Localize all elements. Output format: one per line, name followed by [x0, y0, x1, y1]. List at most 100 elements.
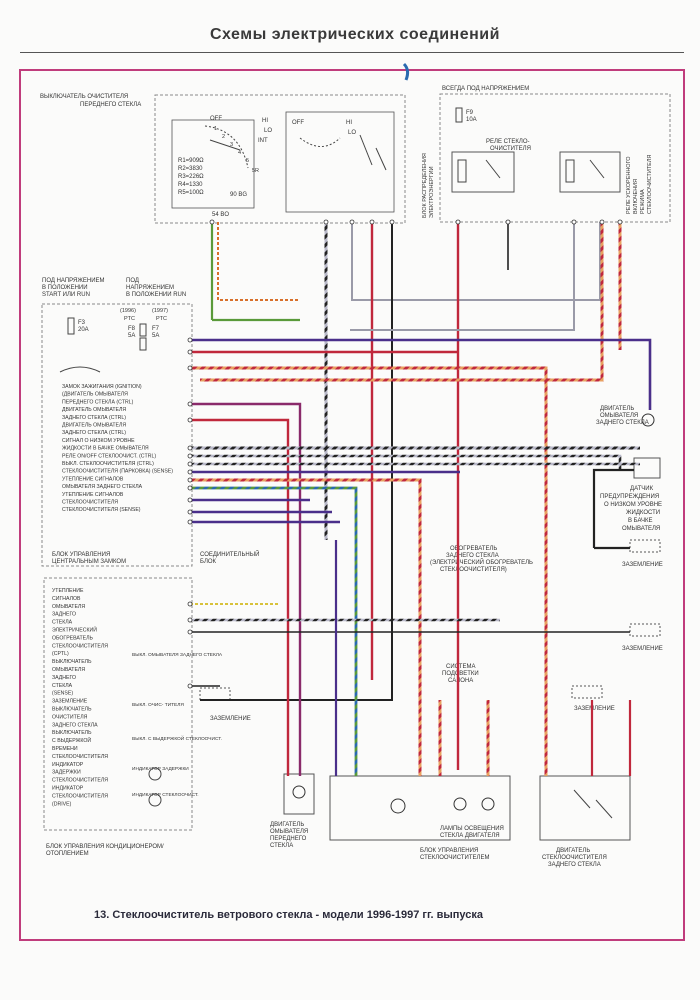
climate-module-lines: УТЕПЛЕНИЕСИГНАЛОВОМЫВАТЕЛЯЗАДНЕГОСТЕКЛАЭ…	[52, 588, 108, 807]
rear-wiper-motor-label-1: ДВИГАТЕЛЬ	[556, 848, 590, 854]
diagram-caption: 13. Стеклоочиститель ветрового стекла - …	[94, 909, 484, 921]
lock-module-line: СИГНАЛ О НИЗКОМ УРОВНЕ	[62, 438, 135, 444]
wire	[190, 366, 548, 776]
connector-pin	[599, 219, 605, 225]
wiper-relay-contact	[485, 159, 501, 179]
distribution-block-label-2: ЭЛЕКТРОЭНЕРГИИ	[429, 166, 435, 218]
wire	[200, 222, 393, 701]
connector-pin	[187, 461, 193, 467]
lamps-label-1: ЛАМПЫ ОСВЕЩЕНИЯ	[440, 826, 504, 832]
climate-module-line: ОМЫВАТЕЛЯ	[52, 667, 85, 673]
power-start-run-3: START ИЛИ RUN	[42, 292, 90, 298]
climate-block-label-1: БЛОК УПРАВЛЕНИЯ КОНДИЦИОНЕРОМ/	[46, 844, 164, 850]
ptc-a: PTC	[124, 316, 135, 322]
fast-relay-label-1: РЕЛЕ УСКОРЕННОГО	[626, 156, 632, 214]
connector-pin	[187, 617, 193, 623]
front-washer-motor-label-1: ДВИГАТЕЛЬ	[270, 822, 304, 828]
rear-washer-motor-label-2: ОМЫВАТЕЛЯ	[600, 413, 638, 419]
climate-sublabel: ИНДИКАТОР ЗАДЕРЖКИ	[132, 766, 189, 772]
rear-heater-label-4: СТЕКЛООЧИСТИТЕЛЯ)	[440, 567, 507, 573]
climate-sublabel: ВЫКЛ. ОЧИС- ТИТЕЛЯ	[132, 702, 184, 708]
terminal-54bo: 54 BO	[212, 212, 229, 218]
climate-module-line: С ВЫДЕРЖКОЙ	[52, 736, 91, 744]
connector-pin	[187, 683, 193, 689]
switch-pos-4: 4	[238, 150, 241, 156]
wire	[592, 468, 634, 548]
climate-module-line: ВРЕМЕНИ	[52, 746, 78, 752]
connector-pin	[349, 219, 355, 225]
wiper-relay-label-1: РЕЛЕ СТЕКЛО-	[486, 139, 530, 145]
ground-connector-1	[629, 539, 661, 553]
fuse-1997: (1997)	[152, 308, 168, 314]
connector-pin	[187, 445, 193, 451]
low-level-sensor-label-3: О НИЗКОМ УРОВНЕ	[604, 502, 662, 508]
wiper-relay-label-2: ОЧИСТИТЕЛЯ	[490, 146, 531, 152]
connector-pin	[389, 219, 395, 225]
mode-switch-blade-1	[359, 134, 373, 166]
resistor-r4: R4=1330	[178, 182, 203, 188]
climate-module-line: ЗАЗЕМЛЕНИЕ	[52, 699, 88, 705]
connector-pin	[187, 365, 193, 371]
wire	[190, 478, 422, 776]
climate-module-line: УТЕПЛЕНИЕ	[52, 588, 84, 594]
power-start-run-1: ПОД НАПРЯЖЕНИЕМ	[42, 278, 105, 284]
wiper-relay-coil	[457, 159, 467, 183]
rear-heater-label-2: ЗАДНЕГО СТЕКЛА	[446, 553, 499, 559]
switch-pos-int: INT	[258, 138, 268, 144]
page-header: Схемы электрических соединений	[20, 26, 684, 53]
lock-module-line: РЕЛЕ ON/OFF СТЕКЛООЧИСТ. (CTRL)	[62, 453, 156, 459]
connector-pin	[187, 509, 193, 515]
connector-pin	[187, 337, 193, 343]
wire	[190, 402, 302, 776]
climate-block-label-2: ОТОПЛЕНИЕМ	[46, 851, 89, 857]
rear-wiper-contact-2	[595, 799, 613, 819]
lock-module-line: ЗАДНЕГО СТЕКЛА (CTRL)	[62, 430, 126, 436]
front-washer-motor-icon	[292, 785, 306, 799]
power-distribution-box	[439, 93, 671, 223]
power-run-2: НАПРЯЖЕНИЕМ	[126, 285, 174, 291]
rear-heater-label: ОБОГРЕВАТЕЛЬ ЗАДНЕГО СТЕКЛА (ЭЛЕКТРИЧЕСК…	[430, 546, 533, 573]
low-level-sensor-label-1: ДАТЧИК	[630, 486, 654, 492]
connector-pin	[187, 349, 193, 355]
connector-pin	[187, 485, 193, 491]
fast-relay-label-2: ВКЛЮЧЕНИЯ	[633, 179, 639, 214]
wire	[217, 222, 298, 301]
low-level-sensor-label-4: ЖИДКОСТИ	[626, 510, 660, 516]
frame-marker	[402, 62, 410, 81]
wire	[350, 222, 575, 331]
front-washer-motor-box	[283, 773, 315, 815]
connector-pin	[571, 219, 577, 225]
distribution-block-label: БЛОК РАСПРЕДЕЛЕНИЯ ЭЛЕКТРОЭНЕРГИИ	[422, 153, 435, 218]
fast-relay-label-4: СТЕКЛООЧИСТИТЕЛЯ	[647, 155, 653, 214]
switch-pos-2: 2	[222, 134, 225, 140]
fuse-f3-label: F3	[78, 320, 86, 326]
mode-switch-blade-2	[375, 147, 387, 171]
ignition-arc	[59, 366, 101, 373]
climate-module-line: СТЕКЛА	[52, 683, 73, 689]
resistor-r1: R1=909Ω	[178, 158, 204, 164]
connector-pin	[187, 477, 193, 483]
mode-switch-lo: LO	[348, 130, 356, 136]
rear-washer-motor-label-1: ДВИГАТЕЛЬ	[600, 406, 634, 412]
wiper-relay	[451, 151, 515, 193]
connector-pin	[209, 219, 215, 225]
connector-pin	[187, 401, 193, 407]
rear-wiper-motor-label: ДВИГАТЕЛЬ СТЕКЛООЧИСТИТЕЛЯ ЗАДНЕГО СТЕКЛ…	[542, 848, 607, 868]
ground-label-1: ЗАЗЕМЛЕНИЕ	[622, 562, 663, 568]
climate-sublabel: ВЫКЛ. ОМЫВАТЕЛЯ ЗАДНЕГО СТЕКЛА	[132, 652, 223, 658]
lock-module-line: ДВИГАТЕЛЬ ОМЫВАТЕЛЯ	[62, 407, 126, 413]
fast-relay-contact	[589, 159, 605, 179]
interior-light-label: СИСТЕМА ПОДСВЕТКИ САЛОНА	[442, 664, 479, 684]
wire	[190, 454, 622, 470]
connector-block-label-1: СОЕДИНИТЕЛЬНЫЙ	[200, 550, 259, 558]
power-start-run-2: В ПОЛОЖЕНИИ	[42, 285, 88, 291]
page-title: Схемы электрических соединений	[210, 26, 500, 43]
fuse-f9	[455, 107, 463, 123]
wire	[190, 418, 290, 776]
fuse-1996: (1996)	[120, 308, 136, 314]
lock-module-line: ДВИГАТЕЛЬ ОМЫВАТЕЛЯ	[62, 423, 126, 429]
fuse-f3-rating: 20A	[78, 327, 89, 333]
fuse-f8	[139, 323, 147, 337]
climate-module-line: ВЫКЛЮЧАТЕЛЬ	[52, 707, 92, 713]
fuse-f9-rating: 10A	[466, 117, 477, 123]
